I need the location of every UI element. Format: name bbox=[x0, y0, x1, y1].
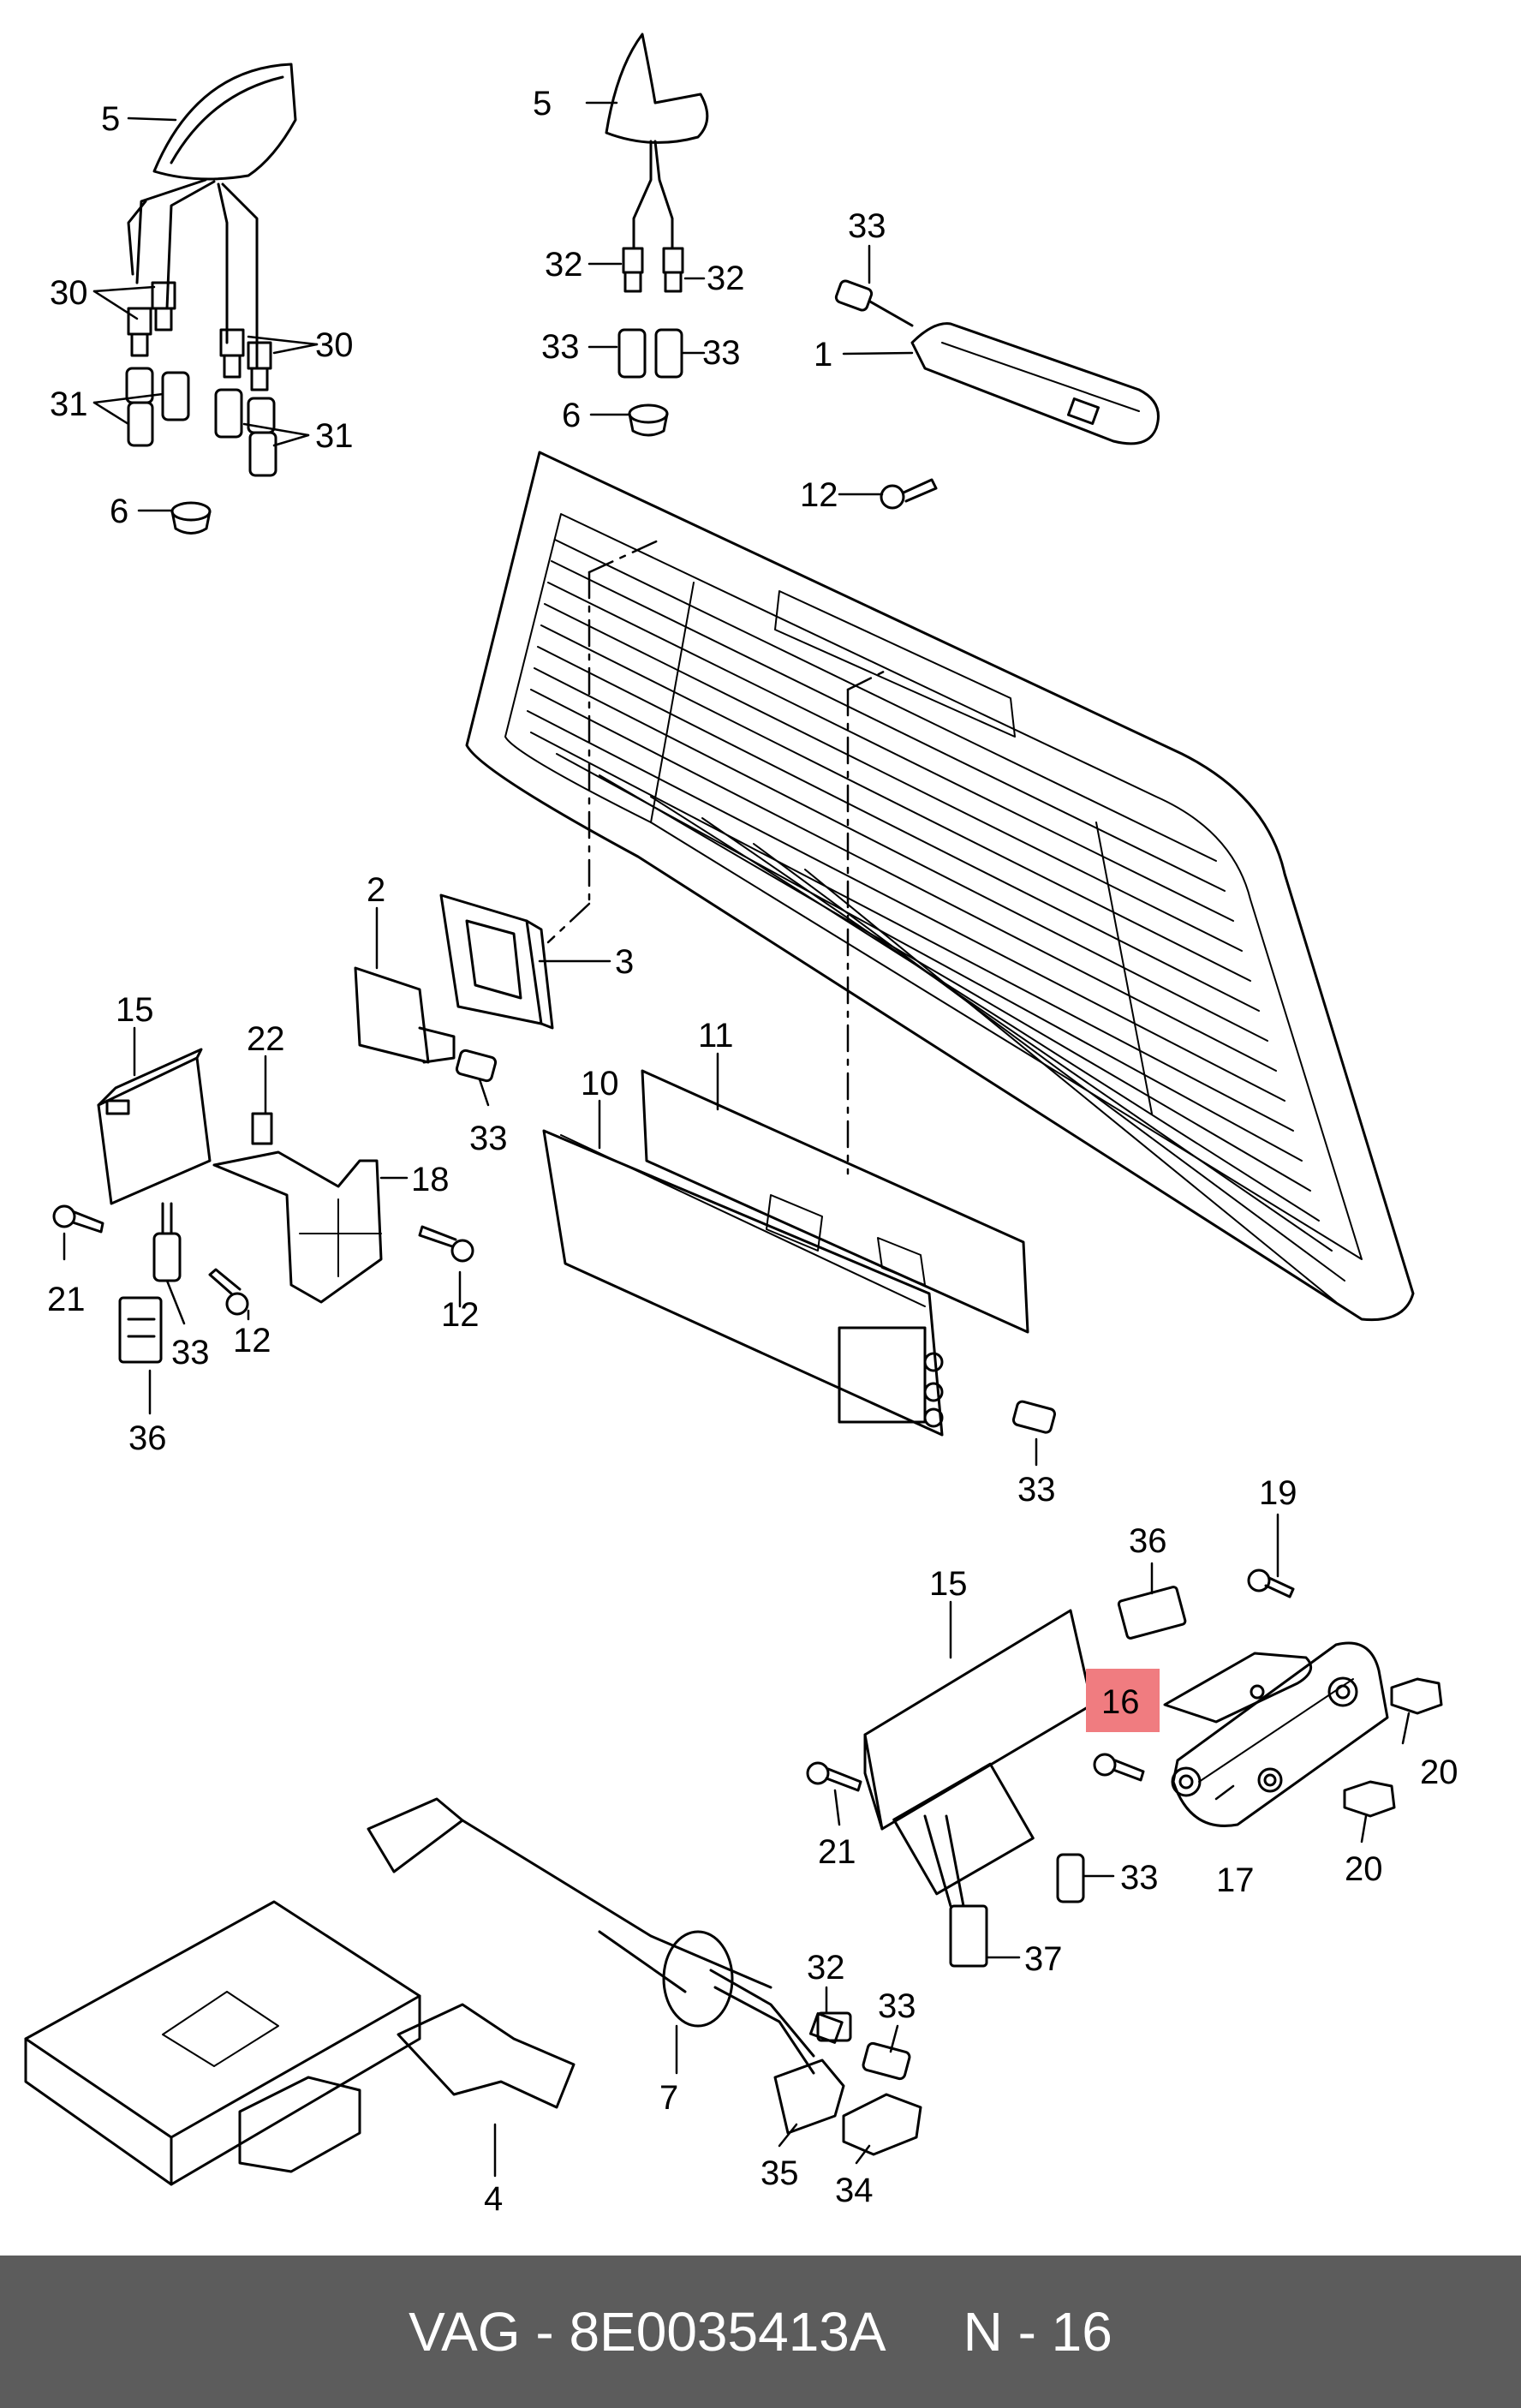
callout-32: 32 bbox=[707, 260, 745, 297]
callout-5: 5 bbox=[101, 100, 120, 138]
callout-36: 36 bbox=[1129, 1522, 1167, 1560]
antenna-cable-7 bbox=[367, 1797, 844, 2075]
callout-18: 18 bbox=[411, 1161, 450, 1198]
connector-33-mid bbox=[455, 1049, 498, 1083]
callout-15: 15 bbox=[929, 1565, 968, 1603]
part-3-frame bbox=[439, 893, 554, 1030]
part-1-bar bbox=[834, 279, 1160, 445]
footer-bar: VAG - 8E0035413A N - 16 bbox=[0, 2256, 1521, 2408]
bolt-12-top bbox=[880, 478, 938, 510]
callout-33: 33 bbox=[469, 1120, 508, 1157]
callout-33: 33 bbox=[878, 1987, 916, 2025]
callout-33: 33 bbox=[1017, 1471, 1056, 1509]
callout-17: 17 bbox=[1216, 1861, 1255, 1899]
control-unit-box bbox=[24, 1900, 421, 2186]
callout-33: 33 bbox=[171, 1334, 210, 1371]
callout-21: 21 bbox=[818, 1833, 856, 1871]
callout-22: 22 bbox=[247, 1020, 285, 1058]
callout-34: 34 bbox=[835, 2172, 874, 2209]
page-number-text: N - 16 bbox=[963, 2301, 1112, 2363]
callout-30: 30 bbox=[315, 326, 354, 364]
cable-4 bbox=[397, 2003, 576, 2109]
roof-fin-antenna-middle bbox=[605, 33, 709, 437]
callout-12: 12 bbox=[800, 476, 838, 514]
connectors-30-31-left bbox=[125, 281, 277, 477]
bracket-17 bbox=[1171, 1641, 1389, 1827]
callout-21: 21 bbox=[47, 1281, 86, 1318]
callout-33: 33 bbox=[848, 207, 886, 245]
callout-35: 35 bbox=[760, 2154, 799, 2192]
callout-3: 3 bbox=[615, 943, 634, 981]
callout-36: 36 bbox=[128, 1419, 167, 1457]
callout-4: 4 bbox=[484, 2180, 503, 2218]
pin-20-b bbox=[1343, 1780, 1396, 1818]
callout-2: 2 bbox=[367, 871, 385, 909]
connector-33-right-low bbox=[1056, 1853, 1085, 1903]
connector-32-bottom bbox=[816, 2011, 852, 2042]
parts-diagram: 5 5 30 30 31 31 6 32 32 33 33 6 33 1 12 … bbox=[24, 33, 1458, 2218]
bolt-16-highlighted-part bbox=[1093, 1753, 1145, 1782]
callout-12: 12 bbox=[233, 1322, 271, 1359]
callout-numbers: 5 5 30 30 31 31 6 32 32 33 33 6 33 1 12 … bbox=[47, 85, 1458, 2218]
callout-15: 15 bbox=[116, 991, 154, 1029]
callout-32: 32 bbox=[807, 1949, 845, 1987]
bolt-12-left-b bbox=[418, 1225, 474, 1263]
rear-window-glass bbox=[465, 451, 1415, 1322]
callout-31: 31 bbox=[50, 385, 88, 423]
callout-6: 6 bbox=[562, 397, 581, 434]
callout-33: 33 bbox=[1120, 1859, 1159, 1897]
dash-dot-leaders bbox=[546, 536, 892, 1175]
part-11-card bbox=[641, 1069, 1029, 1334]
callout-30: 30 bbox=[50, 274, 88, 312]
bracket-18 bbox=[212, 1112, 383, 1304]
connector-35 bbox=[773, 2058, 845, 2135]
callout-5: 5 bbox=[533, 85, 552, 122]
callout-32: 32 bbox=[545, 246, 583, 284]
part-number-text: VAG - 8E0035413A bbox=[409, 2301, 886, 2363]
module-15-right bbox=[863, 1609, 1094, 1896]
callout-7: 7 bbox=[659, 2079, 678, 2117]
callout-11: 11 bbox=[698, 1017, 734, 1055]
connector-37 bbox=[923, 1814, 988, 1968]
callout-37: 37 bbox=[1024, 1940, 1063, 1978]
pin-20-a bbox=[1390, 1677, 1443, 1715]
callout-6: 6 bbox=[110, 493, 128, 530]
part-2-housing bbox=[354, 966, 456, 1064]
screw-19 bbox=[1247, 1568, 1295, 1598]
connector-36-right bbox=[1117, 1586, 1187, 1640]
callout-1: 1 bbox=[814, 336, 832, 373]
callout-33: 33 bbox=[702, 334, 741, 372]
part-10-strip bbox=[542, 1129, 944, 1437]
connector-34 bbox=[842, 2093, 922, 2156]
connector-33-left bbox=[152, 1202, 182, 1282]
connector-33-right-mid bbox=[1011, 1400, 1056, 1434]
leader-lines bbox=[63, 101, 1411, 2178]
callout-19: 19 bbox=[1259, 1474, 1297, 1512]
callout-20: 20 bbox=[1345, 1850, 1383, 1888]
callout-33: 33 bbox=[541, 328, 580, 366]
bolt-21-left bbox=[52, 1204, 104, 1234]
callout-20: 20 bbox=[1420, 1754, 1458, 1791]
grommet-6-left bbox=[170, 501, 212, 535]
callout-16: 16 bbox=[1101, 1683, 1140, 1721]
callout-31: 31 bbox=[315, 417, 354, 455]
bolt-12-left-a bbox=[208, 1268, 249, 1316]
connector-33-bottom bbox=[862, 2041, 911, 2081]
callout-10: 10 bbox=[581, 1065, 619, 1102]
bracket-19-plate bbox=[1163, 1652, 1313, 1724]
connector-36-left bbox=[118, 1296, 163, 1364]
roof-fin-antenna-left bbox=[127, 63, 297, 370]
callout-12: 12 bbox=[441, 1296, 480, 1334]
module-15-left bbox=[97, 1048, 212, 1205]
bolt-21-right bbox=[806, 1761, 862, 1792]
highlight-box bbox=[1086, 1669, 1160, 1732]
